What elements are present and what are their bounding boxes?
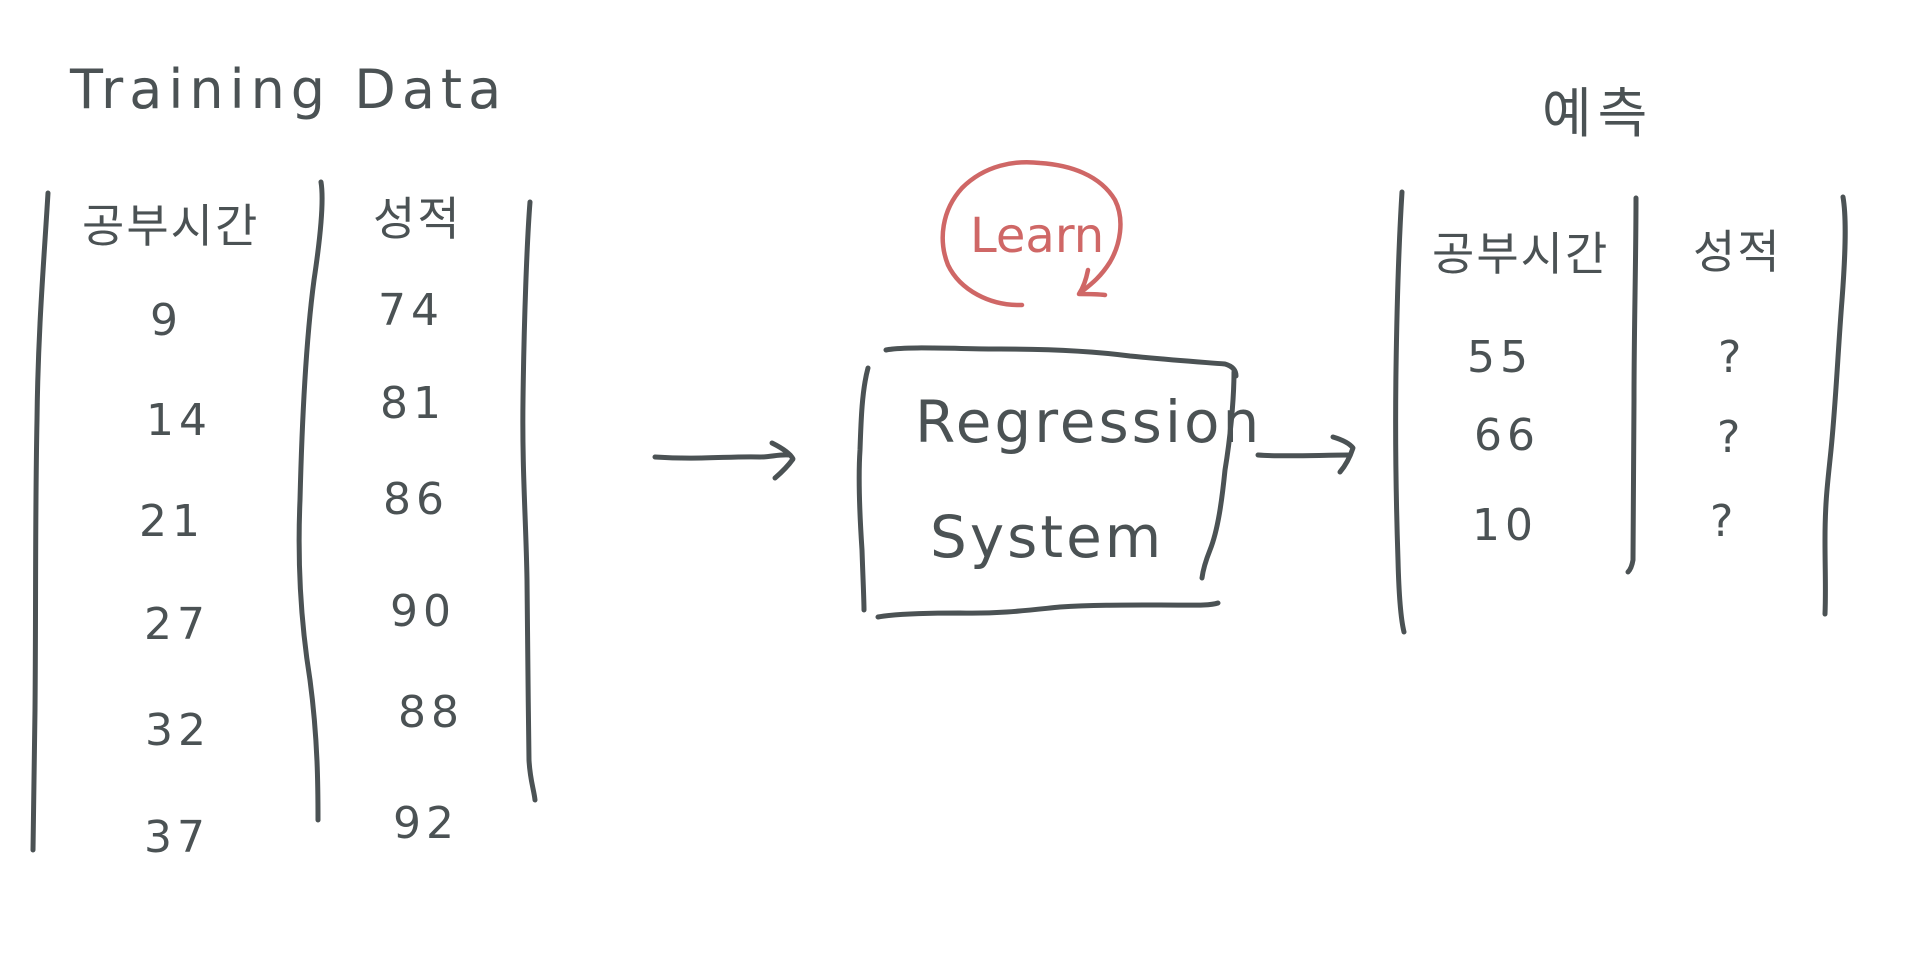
prediction-score-2: ? — [1717, 412, 1745, 463]
training-score-5: 88 — [398, 687, 464, 738]
training-left-rule — [30, 190, 51, 853]
system-label-line1: Regression — [915, 388, 1262, 456]
prediction-left-rule — [1393, 189, 1407, 635]
training-middle-rule — [296, 179, 325, 823]
training-score-6: 92 — [393, 798, 459, 849]
learn-loop-arc — [940, 159, 1123, 308]
training-header-hours: 공부시간 — [82, 199, 259, 253]
training-score-1: 74 — [378, 285, 444, 336]
prediction-right-rule — [1822, 194, 1848, 617]
arrow-to-system — [652, 440, 796, 481]
system-box-right — [1199, 369, 1237, 581]
training-data-title: Training Data — [69, 58, 507, 121]
training-header-score: 성적 — [373, 192, 462, 246]
prediction-hours-3: 10 — [1472, 500, 1538, 551]
training-hours-2: 14 — [146, 395, 212, 446]
prediction-score-3: ? — [1710, 496, 1738, 547]
arrow-to-prediction — [1255, 434, 1356, 475]
training-score-4: 90 — [390, 586, 456, 637]
learn-loop: Learn — [940, 159, 1123, 308]
prediction-header-hours: 공부시간 — [1432, 227, 1609, 281]
training-hours-3: 21 — [139, 496, 205, 547]
system-box-bottom — [875, 600, 1221, 620]
training-score-2: 81 — [380, 378, 446, 429]
training-data-table: Training Data 공부시간 성적 9 74 14 81 21 86 2… — [30, 58, 538, 863]
training-hours-4: 27 — [144, 599, 210, 650]
training-hours-5: 32 — [145, 705, 211, 756]
training-score-3: 86 — [383, 474, 449, 525]
system-label-line2: System — [930, 503, 1164, 571]
prediction-header-score: 성적 — [1693, 225, 1782, 279]
prediction-title: 예측 — [1542, 82, 1653, 145]
training-right-rule — [520, 199, 538, 803]
prediction-middle-rule — [1625, 195, 1639, 575]
prediction-score-1: ? — [1718, 332, 1746, 383]
prediction-hours-2: 66 — [1474, 410, 1540, 461]
regression-system-box: Regression System — [856, 345, 1262, 620]
prediction-table: 예측 공부시간 성적 55 ? 66 ? 10 ? — [1393, 82, 1848, 635]
learn-loop-arrowhead — [1076, 267, 1108, 298]
system-box-top — [883, 345, 1239, 379]
training-hours-6: 37 — [144, 812, 210, 863]
learn-label: Learn — [970, 208, 1104, 264]
prediction-hours-1: 55 — [1467, 332, 1533, 383]
system-box-left — [856, 365, 871, 613]
training-hours-1: 9 — [150, 295, 183, 346]
